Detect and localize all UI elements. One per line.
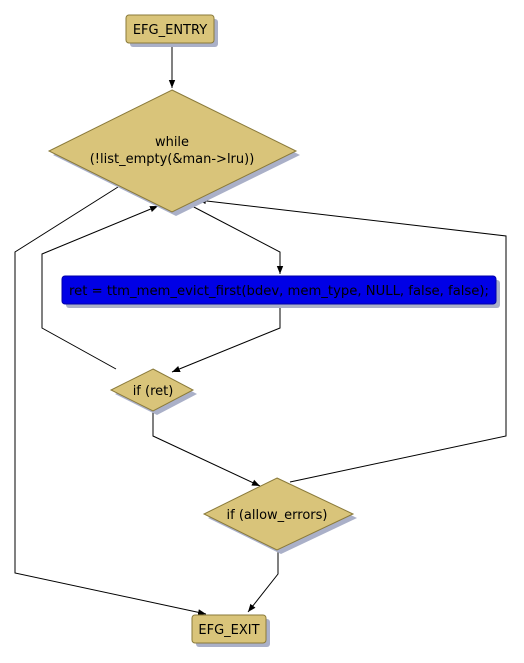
while-node: while (!list_empty(&man->lru))	[47, 89, 300, 216]
if-ret-node-label: if (ret)	[133, 384, 174, 399]
if-ret-node-diamond	[109, 368, 195, 412]
if-allow-errors-node-diamond	[202, 477, 355, 551]
while-node-diamond	[47, 89, 298, 213]
entry-node-box	[125, 14, 215, 44]
edge-if-allow-to-exit	[247, 549, 279, 613]
if-ret-node: if (ret)	[109, 368, 197, 415]
edge-if-ret-loop-to-while	[41, 205, 159, 370]
entry-node-label: EFG_ENTRY	[133, 23, 207, 38]
entry-node: EFG_ENTRY	[125, 14, 218, 47]
edge-statement-to-if-ret	[171, 303, 281, 373]
if-allow-errors-node: if (allow_errors)	[202, 477, 357, 554]
edge-while-to-exit	[14, 186, 207, 616]
exit-node-box	[191, 614, 267, 644]
statement-node-box	[61, 275, 497, 305]
edge-if-allow-loop-to-while	[197, 197, 507, 483]
exit-node-label: EFG_EXIT	[198, 623, 259, 638]
while-node-label-line1: while	[155, 135, 189, 150]
while-node-label-line2: (!list_empty(&man->lru))	[90, 152, 255, 167]
statement-node-label: ret = ttm_mem_evict_first(bdev, mem_type…	[69, 284, 489, 299]
statement-node: ret = ttm_mem_evict_first(bdev, mem_type…	[61, 275, 500, 308]
edges	[14, 45, 507, 616]
exit-node: EFG_EXIT	[191, 614, 270, 647]
edge-while-to-statement	[189, 204, 284, 274]
if-allow-errors-node-label: if (allow_errors)	[227, 508, 328, 523]
edge-if-ret-to-if-allow	[152, 408, 261, 487]
